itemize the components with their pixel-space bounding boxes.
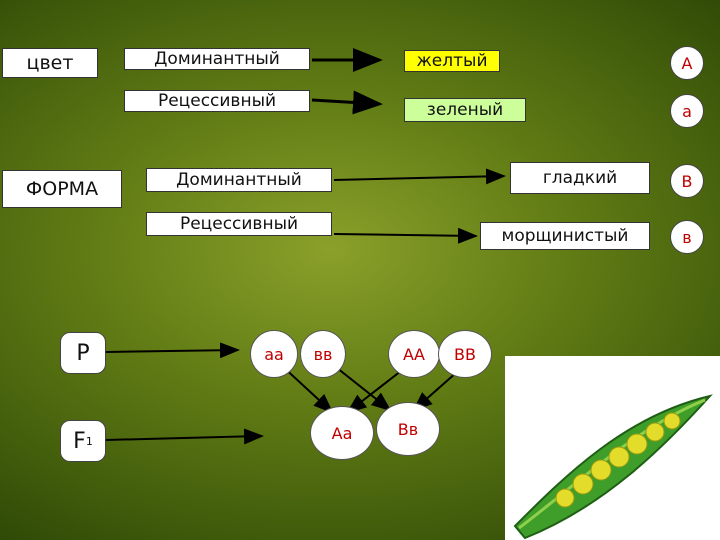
arrow-recessive-shape-to-wrinkled: [333, 227, 478, 244]
arrow-bb-to-Bb: [331, 363, 392, 412]
arrow-dominant-shape-to-smooth: [333, 168, 506, 185]
shape-recessive-box: Рецессивный: [146, 212, 332, 236]
gene-a: а: [670, 94, 704, 128]
offspring-allele-shape: Вв: [376, 402, 440, 456]
phenotype-wrinkled: морщинистый: [480, 222, 650, 250]
color-recessive-box: Рецессивный: [124, 90, 310, 112]
parent1-allele-shape: вв: [300, 330, 346, 378]
phenotype-smooth: гладкий: [510, 162, 650, 194]
generation-f1-subscript: 1: [85, 434, 93, 448]
gene-B: В: [670, 164, 704, 198]
parent1-allele-color: аа: [250, 330, 298, 378]
color-trait-label: цвет: [2, 48, 98, 78]
shape-trait-label: ФОРМА: [2, 170, 122, 208]
generation-p-label: Р: [60, 332, 106, 374]
phenotype-green: зеленый: [404, 98, 526, 122]
parent2-allele-color: АА: [388, 330, 440, 378]
color-dominant-box: Доминантный: [124, 48, 310, 70]
gene-b: в: [670, 220, 704, 254]
phenotype-yellow: желтый: [404, 50, 500, 72]
arrow-p-generation: [105, 342, 240, 359]
parent2-allele-shape: ВВ: [438, 330, 492, 378]
generation-f1-letter: F: [73, 428, 86, 454]
pea-pod-icon: [513, 394, 713, 540]
arrow-f1-generation: [105, 428, 264, 445]
pea-pod-illustration: [505, 356, 720, 540]
arrow-recessive-color-to-green: [311, 90, 383, 115]
offspring-allele-color: Аа: [310, 406, 374, 460]
gene-A: А: [670, 46, 704, 80]
shape-dominant-box: Доминантный: [146, 168, 332, 192]
